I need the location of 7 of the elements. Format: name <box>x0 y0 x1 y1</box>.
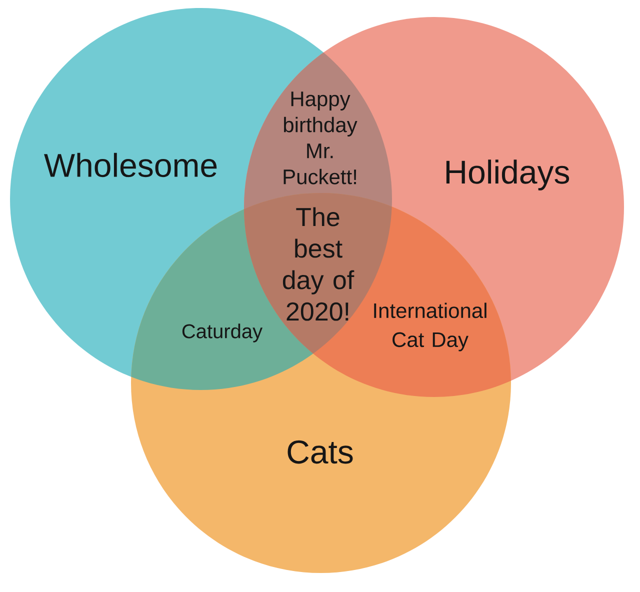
region-label: Caturday <box>182 324 263 342</box>
set-label: Wholesome <box>44 152 217 178</box>
region-label: International Cat Day <box>374 302 486 352</box>
set-label: Cats <box>288 440 353 464</box>
region-label: Happy birthday Mr. Puckett! <box>284 92 358 184</box>
region-label: The best day of 2020! <box>282 207 354 321</box>
set-label: Holidays <box>446 160 570 190</box>
